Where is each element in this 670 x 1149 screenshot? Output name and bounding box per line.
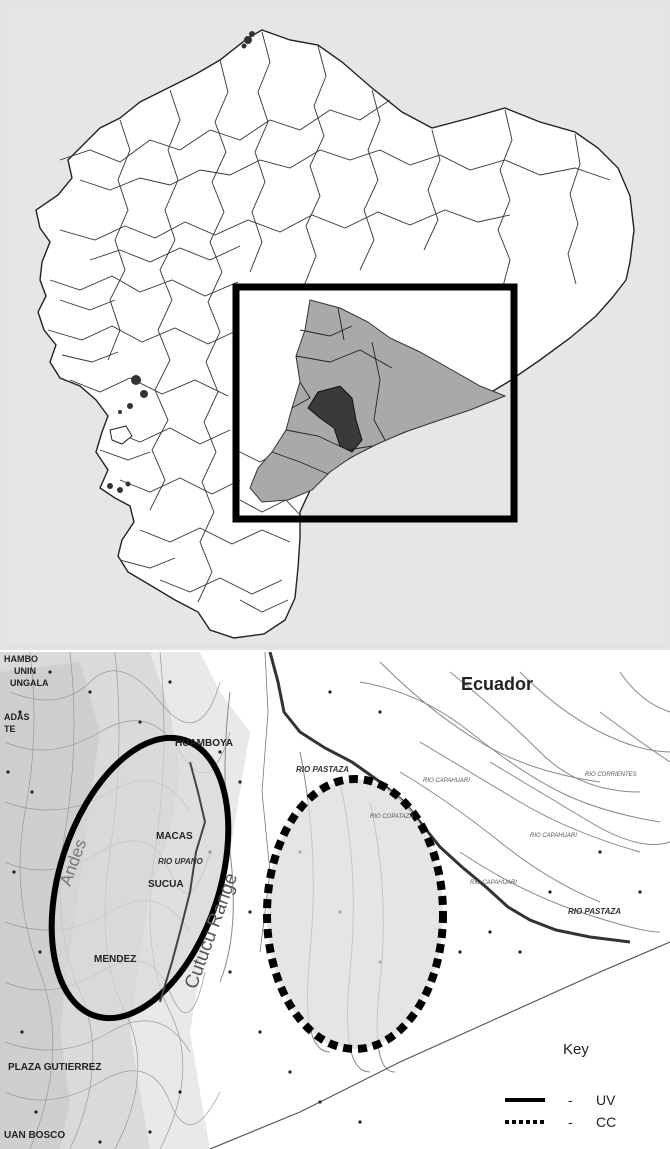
map-key: Key - UV - CC — [500, 1028, 660, 1138]
river-upano: RIO UPANO — [158, 857, 204, 866]
uv-area-ellipse — [48, 734, 232, 1022]
town-juan-bosco: UAN BOSCO — [4, 1130, 65, 1141]
river-pastaza-east: RIO PASTAZA — [568, 907, 621, 916]
town-mendez: MENDEZ — [94, 954, 136, 965]
border-line — [209, 941, 670, 1149]
rio-pastaza — [268, 652, 631, 944]
town-huamboya: HUAMBOYA — [175, 738, 233, 749]
town-te: TE — [4, 724, 16, 734]
river-capahuari-1: RIO CAPAHUARI — [423, 778, 470, 784]
key-label-uv: UV — [596, 1092, 616, 1108]
river-corrientes: RIO CORRIENTES — [585, 772, 637, 778]
river-capahuari-3: RIO CAPAHUARI — [470, 880, 517, 886]
island-puna — [109, 425, 133, 445]
ecuador-overview-map — [0, 0, 670, 650]
river-pastaza-north: RIO PASTAZA — [296, 765, 349, 774]
key-background — [500, 1028, 660, 1138]
key-label-cc: CC — [596, 1114, 616, 1130]
town-sucua: SUCUA — [148, 879, 184, 890]
inset-frame — [232, 283, 518, 523]
inset-boundaries — [271, 307, 393, 475]
town-unin: UNIN — [14, 666, 36, 676]
study-area-map: Ecuador HUAMBOYA MACAS SUCUA MENDEZ PLAZ… — [0, 652, 670, 1149]
key-dash-cc: - — [568, 1114, 573, 1130]
province-dark — [307, 385, 363, 453]
border-line-ns — [259, 652, 271, 953]
town-ungala: UNGALA — [10, 678, 49, 688]
key-dash-uv: - — [568, 1092, 573, 1108]
country-label: Ecuador — [461, 674, 533, 694]
town-hambo: HAMBO — [4, 654, 38, 664]
town-adas: ADAS — [4, 712, 30, 722]
river-capahuari-2: RIO CAPAHUARI — [530, 833, 577, 839]
river-copataza: RIO COPATAZA — [370, 814, 413, 820]
town-plaza-gutierrez: PLAZA GUTIERREZ — [8, 1062, 102, 1073]
rio-upano — [159, 761, 207, 1003]
cc-area-ellipse — [263, 775, 447, 1053]
coastal-features — [107, 31, 255, 493]
key-title: Key — [563, 1041, 589, 1058]
province-light — [249, 299, 507, 503]
town-macas: MACAS — [156, 831, 193, 842]
